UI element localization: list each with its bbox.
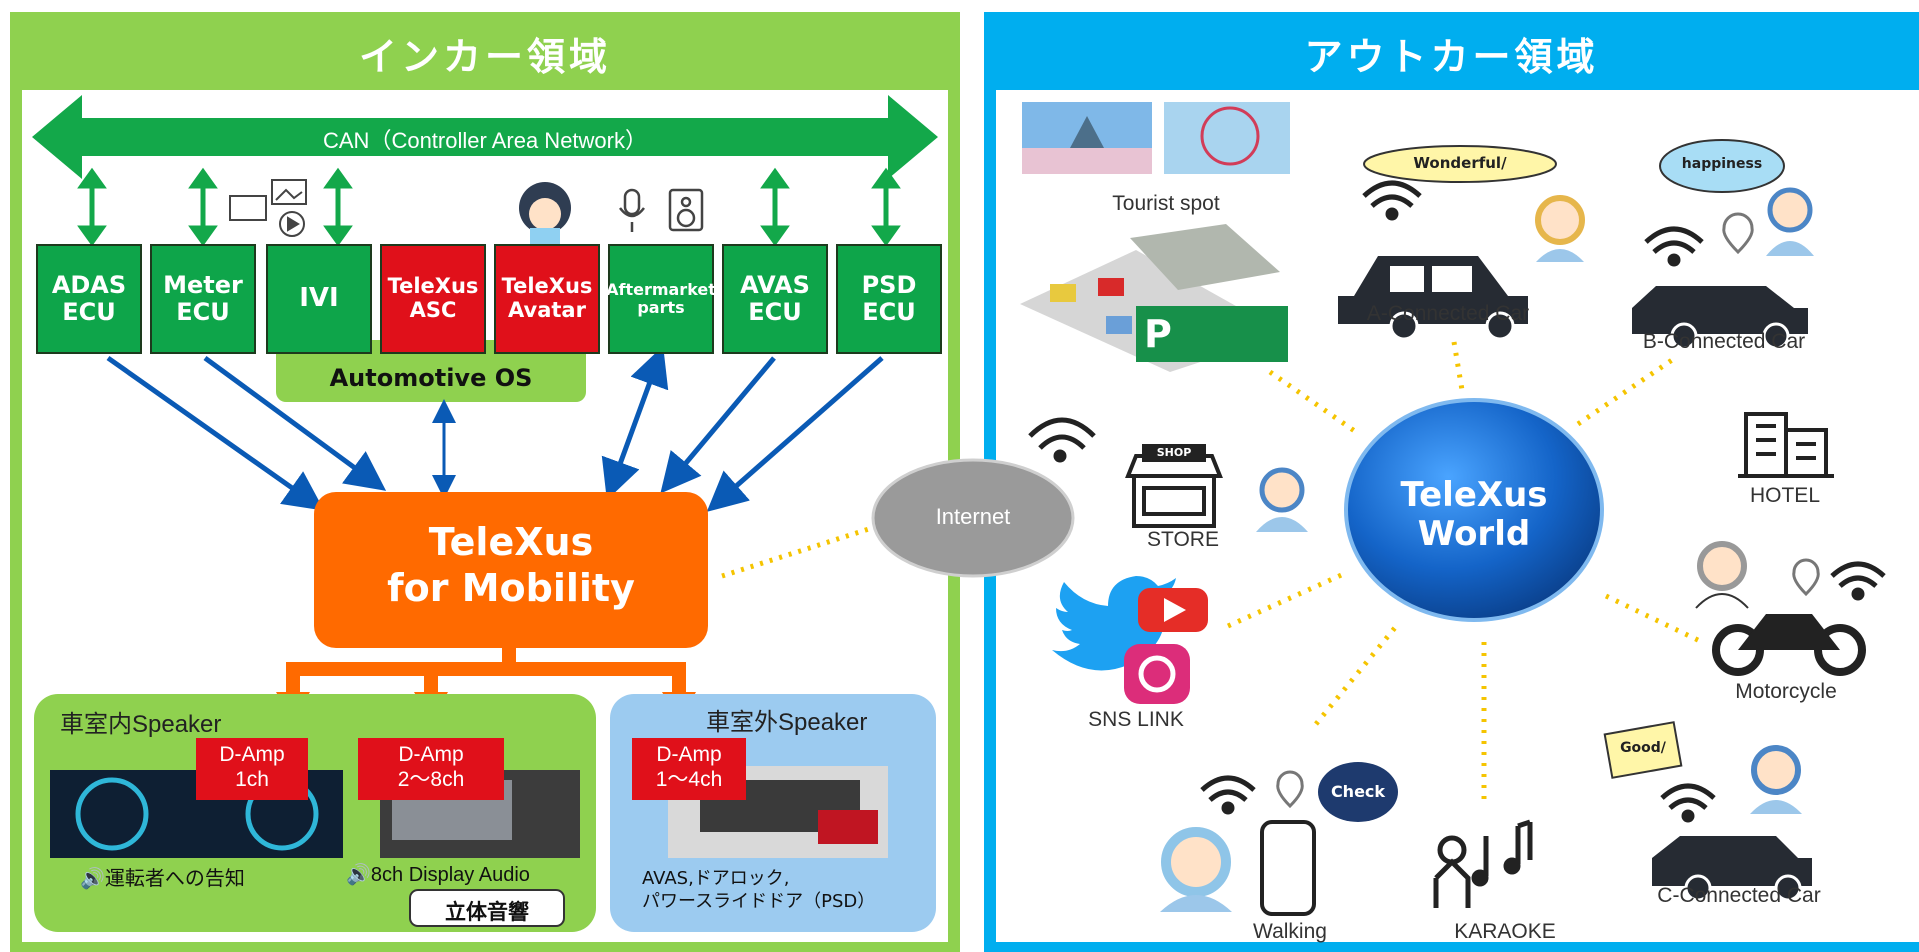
avatar-icon bbox=[519, 182, 571, 244]
outcar-title: アウトカー領域 bbox=[1304, 35, 1599, 79]
pin-icon-moto bbox=[1792, 558, 1820, 597]
can-bus-arrow bbox=[32, 95, 938, 179]
d-amp-1ch: D-Amp 1ch bbox=[196, 738, 308, 800]
speaker-out-caption: AVAS,ドアロック, パワースライドドア（PSD） bbox=[642, 868, 876, 912]
ecu-box: AVAS ECU bbox=[722, 244, 828, 354]
store-icon bbox=[1125, 444, 1223, 528]
pin-icon-b bbox=[1722, 212, 1754, 255]
a-person-icon bbox=[1535, 195, 1585, 262]
sns-link-label: SNS LINK bbox=[1088, 708, 1184, 731]
telexus-world-label: TeleXus World bbox=[1400, 475, 1548, 555]
a-car-label: A-Connected Car bbox=[1366, 302, 1530, 325]
world-spokes bbox=[1226, 341, 1704, 800]
meter-caption: 🔊運転者への告知 bbox=[80, 866, 245, 890]
store-label: STORE bbox=[1147, 528, 1219, 551]
c-car-label: C-Connected Car bbox=[1657, 884, 1821, 907]
telexus-mobility-label: TeleXus for Mobility bbox=[387, 520, 635, 610]
check-bubble bbox=[1318, 762, 1398, 822]
surround-box bbox=[409, 889, 565, 927]
check-bubble-text: Check bbox=[1330, 782, 1386, 801]
c-bubble bbox=[1603, 721, 1683, 779]
wifi-icon-a bbox=[1362, 180, 1422, 221]
karaoke-label: KARAOKE bbox=[1454, 920, 1556, 943]
internet-label: Internet bbox=[935, 504, 1011, 529]
surround-label: 立体音響 bbox=[445, 900, 529, 924]
parking-sign bbox=[1136, 306, 1288, 362]
ecu-box: ADAS ECU bbox=[36, 244, 142, 354]
can-label: CAN（Controller Area Network） bbox=[323, 128, 647, 153]
wifi-icon-walk bbox=[1200, 775, 1256, 815]
can-connectors bbox=[77, 167, 901, 247]
wifi-icon-store bbox=[1028, 417, 1096, 463]
speaker-in-title: 車室内Speaker bbox=[60, 711, 222, 738]
walking-label: Walking bbox=[1253, 920, 1327, 943]
smartphone-icon bbox=[1260, 820, 1316, 916]
b-bubble bbox=[1659, 139, 1785, 193]
b-car-label: B-Connected Car bbox=[1642, 330, 1806, 353]
motorcycle-person-icon bbox=[1695, 541, 1749, 609]
speaker-out-title: 車室外Speaker bbox=[706, 709, 868, 736]
d-amp-2-8ch: D-Amp 2〜8ch bbox=[358, 738, 504, 800]
media-icon bbox=[229, 179, 307, 237]
ecu-box: Aftermarket parts bbox=[606, 244, 716, 354]
motorcycle-icon bbox=[1712, 614, 1866, 676]
hotel-label: HOTEL bbox=[1749, 484, 1820, 507]
d-amp-1-4ch: D-Amp 1〜4ch bbox=[632, 738, 746, 800]
c-person-icon bbox=[1750, 745, 1802, 814]
wifi-icon-c bbox=[1660, 783, 1716, 823]
incar-title: インカー領域 bbox=[358, 35, 611, 79]
karaoke-icon bbox=[1433, 819, 1533, 908]
pin-icon-walk bbox=[1276, 770, 1304, 809]
automotive-os-box bbox=[276, 340, 586, 402]
c-connected-car-icon bbox=[1652, 836, 1812, 902]
shop-sign-text: SHOP bbox=[1156, 446, 1192, 459]
ecu-box: Meter ECU bbox=[150, 244, 256, 354]
c-bubble-text: Good/ bbox=[1620, 740, 1666, 756]
ecu-box: TeleXus ASC bbox=[380, 244, 486, 354]
tourist-photo-ferris bbox=[1164, 102, 1290, 174]
walking-person-icon bbox=[1160, 827, 1232, 912]
b-connected-car-icon bbox=[1632, 286, 1808, 350]
ecu-box: IVI bbox=[266, 244, 372, 354]
tourist-spot-label: Tourist spot bbox=[1112, 192, 1220, 215]
a-bubble bbox=[1363, 145, 1557, 183]
mic-speaker-icons bbox=[619, 188, 704, 232]
telexus-mobility-box bbox=[314, 492, 708, 648]
a-connected-car-icon bbox=[1338, 256, 1528, 341]
b-person-icon bbox=[1766, 187, 1814, 256]
display-audio-caption: 🔊8ch Display Audio bbox=[346, 864, 530, 886]
automotive-os-label: Automotive OS bbox=[329, 364, 533, 392]
wifi-icon-b bbox=[1644, 226, 1704, 267]
parking-sign-text: P bbox=[1144, 312, 1172, 356]
ecu-box: TeleXus Avatar bbox=[494, 244, 600, 354]
internet-ellipse bbox=[871, 458, 1075, 578]
ecu-to-telexus-arrows bbox=[106, 345, 884, 512]
a-bubble-text: Wonderful/ bbox=[1413, 154, 1507, 172]
store-person-icon bbox=[1256, 467, 1308, 532]
ecu-box: PSD ECU bbox=[836, 244, 942, 354]
motorcycle-label: Motorcycle bbox=[1735, 680, 1837, 703]
b-bubble-text: happiness bbox=[1681, 156, 1763, 172]
telexus-world-sphere bbox=[1344, 398, 1604, 622]
wifi-icon-moto bbox=[1830, 561, 1886, 601]
hotel-icon bbox=[1738, 412, 1834, 478]
instagram-icon bbox=[1124, 644, 1190, 704]
